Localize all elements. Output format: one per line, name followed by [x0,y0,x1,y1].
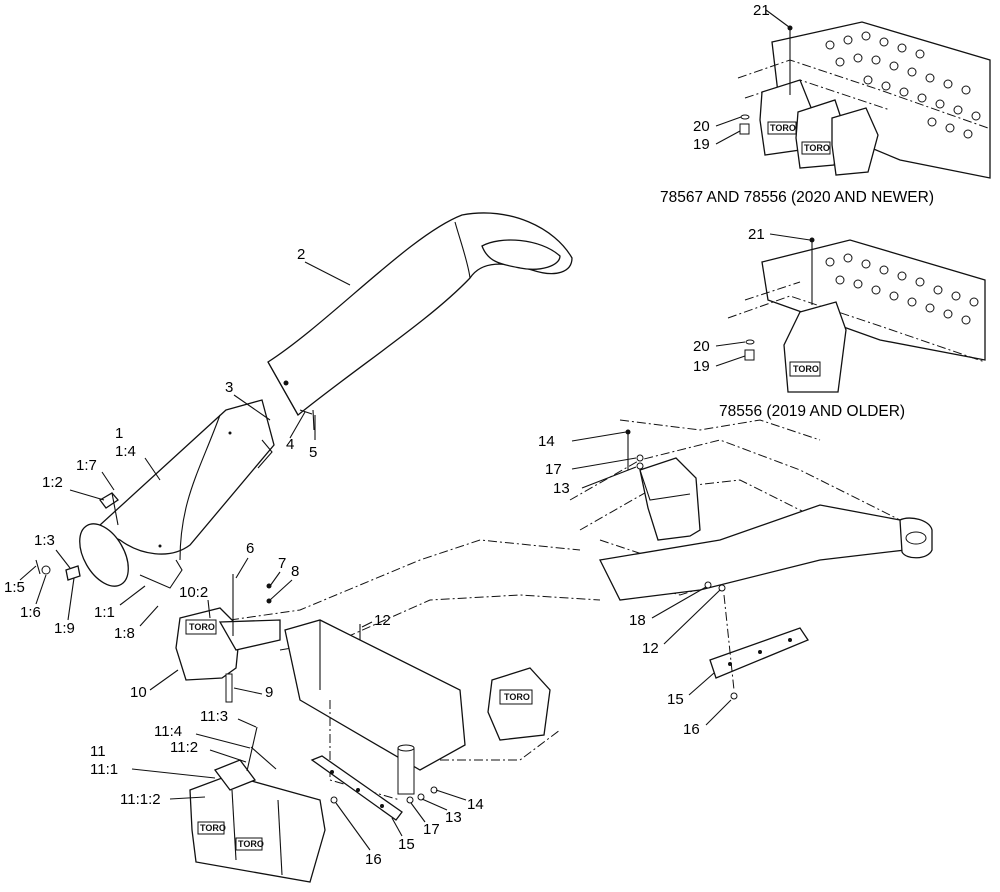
inset-older: TORO 21 20 19 78556 (2019 AND OLDER) [693,226,986,420]
toro-logo: TORO [200,823,226,833]
callout-16: 16 [365,851,382,868]
callout-1-9: 1:9 [54,620,75,637]
toro-logo: TORO [504,692,530,702]
callout-1: 1 [115,425,123,442]
caption-2020-and-newer: 78567 AND 78556 (2020 AND NEWER) [660,189,934,206]
callout-1-7: 1:7 [76,457,97,474]
callout-19: 19 [693,136,710,153]
callout-11-1-2: 11:1:2 [120,791,161,808]
callout-15: 15 [398,836,415,853]
callout-1-6: 1:6 [20,604,41,621]
callout-1-5: 1:5 [4,579,25,596]
callout-19: 19 [693,358,710,375]
callout-4: 4 [286,436,294,453]
frame-right [569,419,933,601]
caption-2019-and-older: 78556 (2019 AND OLDER) [719,403,905,420]
callout-2: 2 [297,246,305,263]
callout-1-3: 1:3 [34,532,55,549]
callout-17: 17 [423,821,440,838]
callout-16: 16 [683,721,700,738]
callout-13: 13 [445,809,462,826]
callout-11-3: 11:3 [200,708,228,725]
toro-logo: TORO [189,622,215,632]
callout-14: 14 [538,433,555,450]
callout-10: 10 [130,684,147,701]
callout-1-1: 1:1 [94,604,115,621]
flap-right-mount: TORO [397,667,551,795]
callout-1-8: 1:8 [114,625,135,642]
deflector-10: TORO [175,607,281,681]
toro-logo: TORO [770,123,796,133]
callout-1-2: 1:2 [42,474,63,491]
deck-plate-older [727,239,986,363]
callout-6: 6 [246,540,254,557]
callout-14: 14 [467,796,484,813]
mount-bracket-right [709,627,809,679]
discharge-tube-lower [79,399,275,589]
frame-left [229,539,601,801]
callout-15: 15 [667,691,684,708]
callout-11: 11 [90,743,106,760]
callout-1-4: 1:4 [115,443,136,460]
deflector-11: TORO TORO [189,759,326,883]
callout-11-2: 11:2 [170,739,198,756]
callout-7: 7 [278,555,286,572]
hardware-lower-left [225,574,438,804]
callout-11-1: 11:1 [90,761,118,778]
flap-newer-3 [831,107,879,176]
chute-hardware [35,409,315,581]
callout-13: 13 [553,480,570,497]
callout-3: 3 [225,379,233,396]
callout-12: 12 [374,612,391,629]
hardware-older [744,237,815,361]
hardware-right [625,429,738,700]
callout-21: 21 [748,226,765,243]
callout-8: 8 [291,563,299,580]
callout-11-4: 11:4 [154,723,182,740]
inset-newer: TORO TORO 21 20 19 78567 AND 78556 (2020… [660,2,991,206]
callout-9: 9 [265,684,273,701]
callout-10-2: 10:2 [179,584,208,601]
callout-20: 20 [693,118,710,135]
callout-18: 18 [629,612,646,629]
callout-20: 20 [693,338,710,355]
callout-21: 21 [753,2,770,19]
flap-older: TORO [783,301,847,393]
toro-logo: TORO [238,839,264,849]
toro-logo: TORO [793,364,819,374]
flap-right [639,457,701,541]
callout-5: 5 [309,444,317,461]
callout-12: 12 [642,640,659,657]
callout-17: 17 [545,461,562,478]
toro-logo: TORO [804,143,830,153]
mount-bracket-15 [310,755,403,821]
discharge-tube-upper [267,212,573,416]
